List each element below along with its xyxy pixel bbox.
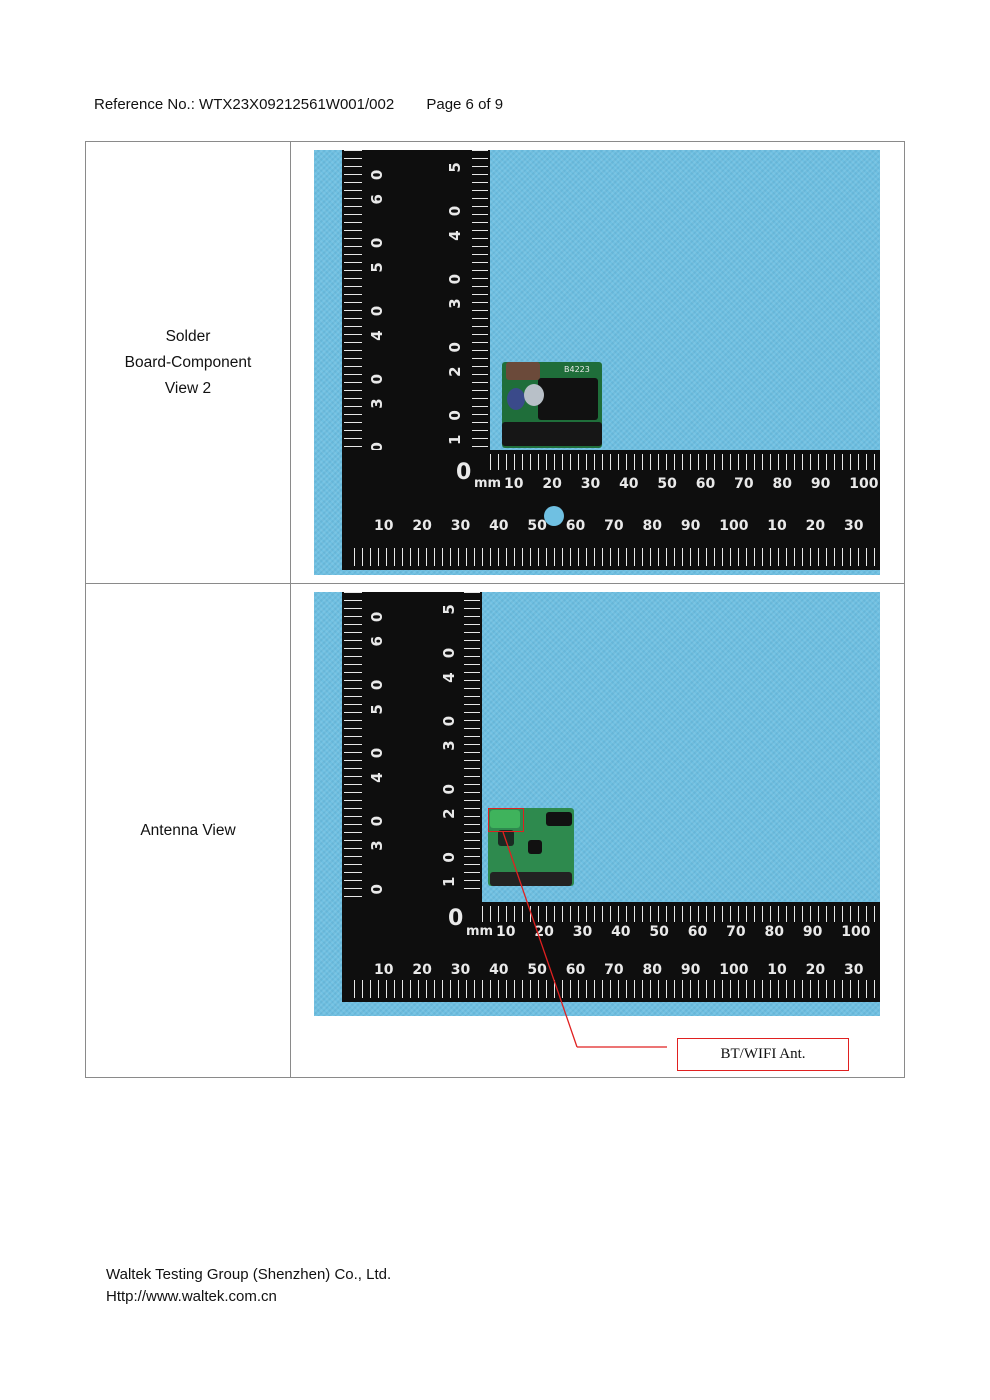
- ruler-ticks: [482, 906, 880, 922]
- ruler-vertical: [342, 150, 490, 480]
- chip: [528, 840, 542, 854]
- label-line: View 2: [164, 379, 212, 397]
- ruler-unit: mm: [466, 924, 494, 939]
- label-line: Antenna View: [140, 821, 236, 839]
- ruler-numbers: 10 20 30 40 50 60 70 80 90 100 10 20 30 …: [496, 924, 880, 940]
- company-url[interactable]: Http://www.waltek.com.cn: [106, 1288, 277, 1305]
- reference-number: Reference No.: WTX23X09212561W001/002: [94, 96, 395, 113]
- table-row: Antenna View 10 20 30 40 50 60 70 80 90 …: [85, 583, 905, 1078]
- ruler-ticks: [464, 592, 480, 892]
- antenna-callout-label: BT/WIFI Ant.: [677, 1038, 849, 1071]
- solder-board-photo: 10 20 30 40 50 60 70 80 90 100 10 20 30 …: [314, 150, 880, 575]
- ruler-zero: 0: [448, 906, 464, 931]
- table-row: Solder Board-Component View 2 10 20 30 4…: [85, 141, 905, 584]
- photo-cell: 10 20 30 40 50 60 70 80 90 100 10 20 30 …: [290, 141, 905, 584]
- page-number: Page 6 of 9: [426, 96, 504, 113]
- photo-table: Solder Board-Component View 2 10 20 30 4…: [85, 141, 905, 1078]
- label-line: Board-Component: [124, 353, 252, 371]
- antenna-highlight-box: [488, 808, 524, 832]
- ruler-ticks: [354, 980, 880, 998]
- ruler-numbers: 10 20 30 40 50 60 70 80 90 100: [440, 592, 458, 887]
- ruler-ticks: [354, 548, 880, 566]
- relay-component: [538, 378, 598, 420]
- ruler-unit: mm: [474, 476, 502, 491]
- ruler-numbers: 10 20 30 40 50 60 70 80 90 100 10 20 30 …: [504, 476, 880, 492]
- chip: [498, 830, 514, 846]
- capacitor: [506, 362, 540, 380]
- ruler-ticks: [472, 150, 488, 450]
- pcb-marking: B4223: [564, 365, 590, 374]
- terminal-block: [490, 872, 572, 886]
- capacitor: [507, 388, 525, 410]
- company-name: Waltek Testing Group (Shenzhen) Co., Ltd…: [106, 1266, 392, 1283]
- ruler-hole: [544, 506, 564, 526]
- photo-cell: 10 20 30 40 50 60 70 80 90 100 10 20 30 …: [290, 583, 905, 1078]
- terminal-block: [502, 422, 602, 446]
- ruler-vertical: [342, 592, 482, 912]
- row-label: Antenna View: [85, 583, 291, 1078]
- page-footer: Waltek Testing Group (Shenzhen) Co., Ltd…: [106, 1264, 391, 1308]
- label-line: Solder: [165, 327, 211, 345]
- page-header: Reference No.: WTX23X09212561W001/002 Pa…: [94, 96, 503, 113]
- connector: [546, 812, 572, 826]
- ruler-ticks: [490, 454, 880, 470]
- ruler-numbers: 10 20 30 40 50 60 70 80 90 100 10 20 30 …: [374, 962, 880, 978]
- pcb-antenna: [490, 810, 520, 828]
- row-label: Solder Board-Component View 2: [85, 141, 291, 584]
- ruler-numbers: 10 20 30 40 50 60 70 80 90 100 10 20 30 …: [374, 518, 880, 534]
- antenna-view-photo: 10 20 30 40 50 60 70 80 90 100 10 20 30 …: [314, 592, 880, 1016]
- ruler-ticks: [344, 592, 362, 1002]
- capacitor: [524, 384, 544, 406]
- ruler-numbers: 10 20 30 40 50 60 70 80 90 100: [446, 150, 464, 445]
- ruler-zero: 0: [456, 460, 472, 485]
